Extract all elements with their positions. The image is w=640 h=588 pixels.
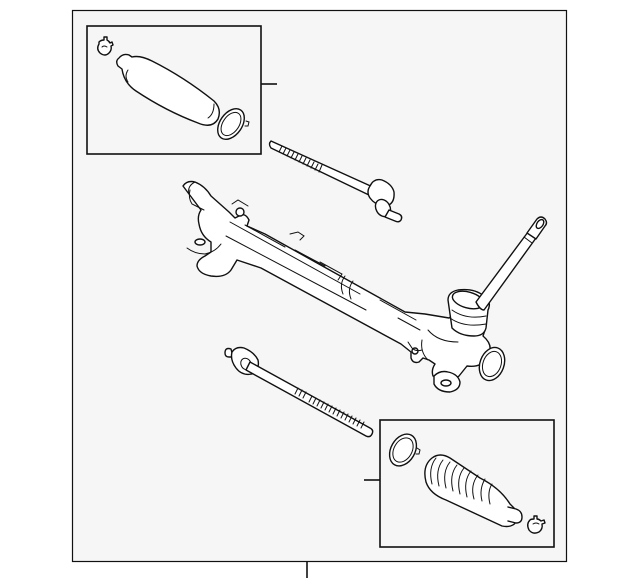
upper-inner-tie-rod[interactable]: [268, 140, 403, 223]
clamp-icon: [527, 515, 546, 534]
lower-inner-tie-rod[interactable]: [224, 346, 374, 438]
boot-ring-icon: [388, 433, 421, 467]
steering-boot-bellows-icon: [424, 454, 523, 528]
boot-ring-icon: [217, 108, 250, 140]
clamp-icon: [97, 36, 114, 56]
steering-boot-icon: [116, 53, 221, 126]
pinion-shaft[interactable]: [475, 216, 548, 311]
lower-boot-kit-callout[interactable]: [364, 419, 555, 548]
upper-boot-kit-callout[interactable]: [86, 25, 277, 155]
